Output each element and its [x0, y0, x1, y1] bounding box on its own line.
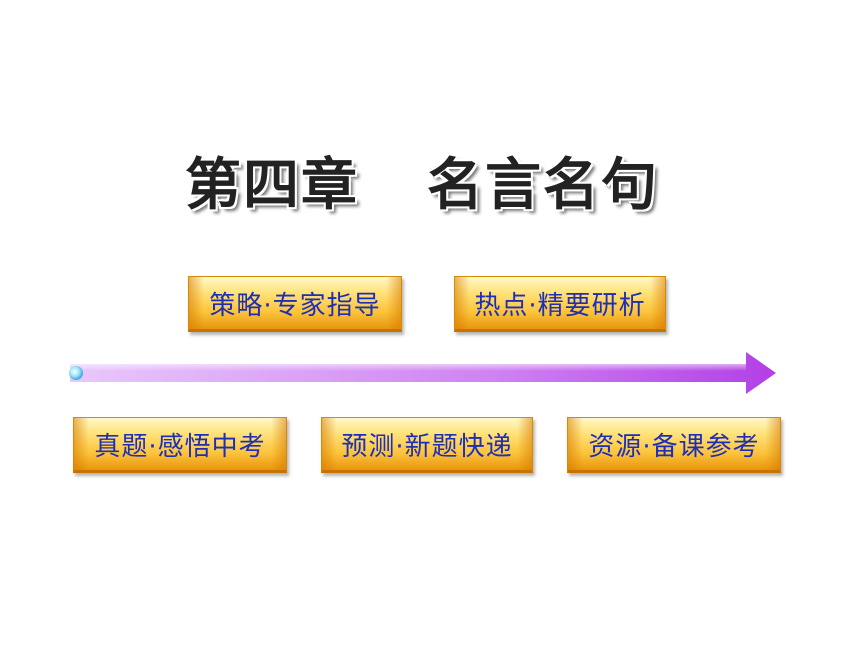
real-exam-insight-label: 真题·感悟中考 [94, 431, 266, 462]
forecast-new-questions-button[interactable]: 预测·新题快递 [321, 417, 533, 473]
strategy-expert-guide-label: 策略·专家指导 [209, 290, 381, 321]
forecast-new-questions-label: 预测·新题快递 [341, 431, 513, 462]
real-exam-insight-button[interactable]: 真题·感悟中考 [73, 417, 287, 473]
strategy-expert-guide-button[interactable]: 策略·专家指导 [188, 276, 402, 332]
chapter-name: 名言名句 [427, 151, 659, 218]
resources-lesson-prep-button[interactable]: 资源·备课参考 [567, 417, 781, 473]
resources-lesson-prep-label: 资源·备课参考 [588, 431, 760, 462]
chapter-number: 第四章 [185, 151, 359, 218]
page-title: 第四章 名言名句 [185, 140, 685, 220]
hotspot-analysis-label: 热点·精要研析 [474, 290, 646, 321]
timeline-arrow-icon [69, 352, 776, 394]
hotspot-analysis-button[interactable]: 热点·精要研析 [454, 276, 666, 332]
timeline-start-dot-icon [69, 366, 83, 380]
